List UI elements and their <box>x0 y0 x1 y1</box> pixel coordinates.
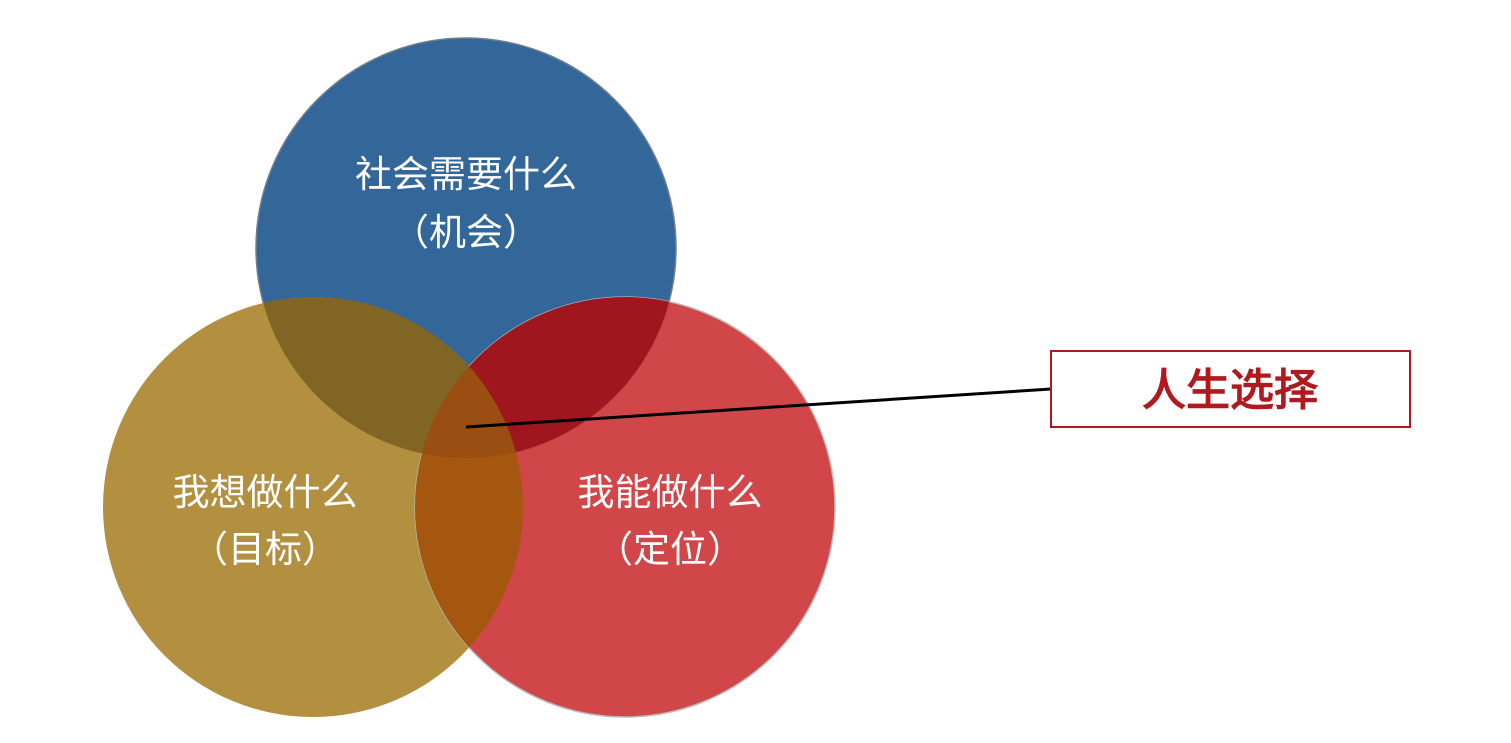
callout-box <box>1050 350 1411 428</box>
top-circle-title: 社会需要什么 <box>355 153 577 196</box>
callout-connector-line <box>465 387 1052 429</box>
callout-label: 人生选择 <box>1142 365 1319 416</box>
left-circle-title: 我想做什么 <box>173 471 358 514</box>
left-circle-subtitle: （目标） <box>191 528 339 571</box>
right-circle-title: 我能做什么 <box>578 471 763 514</box>
overlap-top-right <box>415 297 676 458</box>
top-circle-subtitle: （机会） <box>392 211 540 254</box>
right-circle-subtitle: （定位） <box>596 528 744 571</box>
overlap-top-left <box>256 297 523 458</box>
